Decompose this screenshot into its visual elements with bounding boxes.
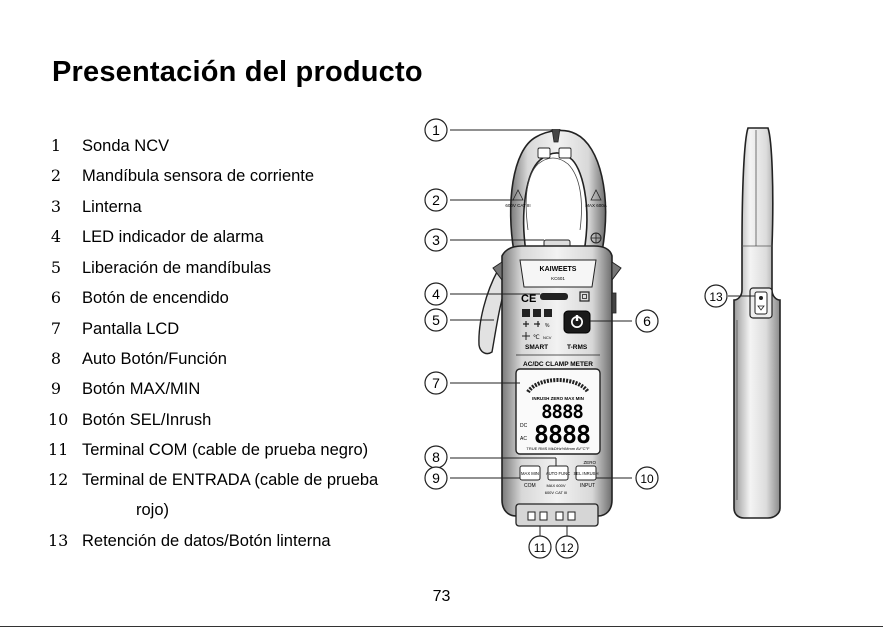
sel-inrush-label: SEL INRUSH [574,471,599,476]
callout-4: 4 [432,286,440,302]
svg-text:℃: ℃ [533,335,540,341]
alarm-led [540,293,568,300]
auto-func-label: AUTO FUNC [546,471,570,476]
max-min-label: MAX MIN [521,471,539,476]
front-view: 600V CAT III MAX 600A KAIWEETS KC601 CE [479,129,621,526]
callout-1: 1 [432,122,440,138]
callout-13: 13 [709,290,723,304]
jaw-right-rating: MAX 600A [585,203,607,208]
input-label: INPUT [580,483,595,489]
brand-logo: KAIWEETS [540,266,577,273]
lcd-bottom-units: TRUE RMS MkΩHz%Mmm AV°C°F [526,446,590,451]
jaw-left-rating: 600V CAT III [505,203,530,208]
svg-text:NCV: NCV [543,335,552,340]
lcd-main-digits: 8888 [534,420,590,449]
svg-text:%: % [545,323,550,329]
terminal-cat: 600V CAT III [545,490,568,495]
com-label: COM [524,483,536,489]
ce-mark: CE [521,293,536,305]
callout-10: 10 [640,472,654,486]
lcd-ac-label: AC [520,436,527,442]
callout-5: 5 [432,312,440,328]
callout-7: 7 [432,375,440,391]
page-number: 73 [0,588,883,606]
trms-label: T-RMS [567,344,588,351]
callout-9: 9 [432,470,440,486]
smart-label: SMART [525,344,548,351]
meter-label: AC/DC CLAMP METER [523,361,593,368]
model-label: KC601 [551,276,565,281]
callout-3: 3 [432,232,440,248]
side-view [734,128,780,518]
callout-12: 12 [560,541,574,555]
callout-8: 8 [432,449,440,465]
callout-11: 11 [534,541,547,555]
footer-divider [0,626,883,627]
hold-flashlight-button [755,292,767,314]
zero-label: ZERO [583,460,596,465]
callout-6: 6 [643,313,651,329]
lcd-dc-label: DC [520,423,528,429]
terminal-rating: MAX 600V [546,483,565,488]
jaw-outline [511,130,606,252]
callout-2: 2 [432,192,440,208]
